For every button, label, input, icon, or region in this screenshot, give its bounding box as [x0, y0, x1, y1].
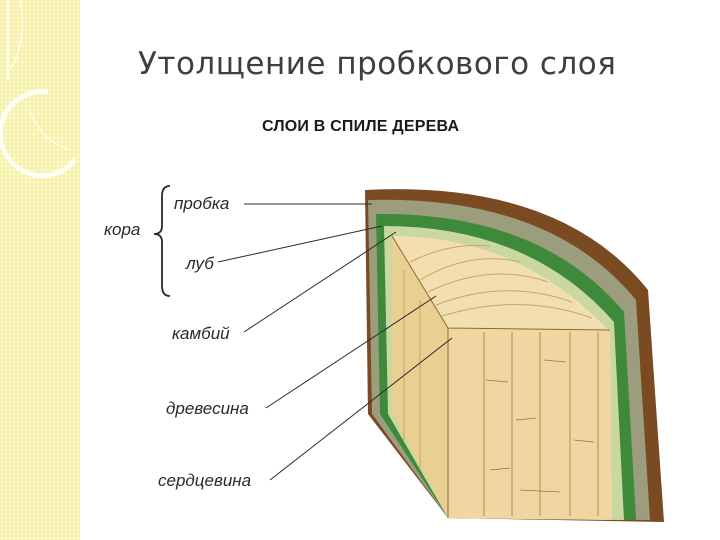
label-wood: древесина [166, 399, 249, 418]
label-group-bark: кора [104, 220, 141, 239]
annual-rings [409, 244, 593, 319]
label-pith: сердцевина [158, 471, 252, 490]
wood-grain-cracks [485, 359, 595, 493]
decorative-side-strip [0, 0, 80, 540]
label-cork: пробка [174, 194, 230, 213]
bark-group-brace [153, 185, 171, 297]
leader-line-wood [265, 295, 437, 409]
label-cambium: камбий [172, 324, 230, 343]
decorative-arc-icon [0, 0, 77, 179]
wood-top-face [392, 236, 608, 330]
wood-grain [403, 270, 599, 516]
leader-lines [217, 203, 453, 481]
diagram-heading: СЛОИ В СПИЛЕ ДЕРЕВА [262, 118, 460, 135]
wood-front-face [448, 328, 612, 520]
slide-title: Утолщение пробкового слоя [138, 46, 617, 82]
label-bast: луб [186, 254, 214, 273]
block-outline [391, 235, 611, 518]
leader-line-bast [217, 225, 383, 263]
leader-line-cambium [243, 231, 397, 333]
leader-line-pith [269, 337, 453, 481]
